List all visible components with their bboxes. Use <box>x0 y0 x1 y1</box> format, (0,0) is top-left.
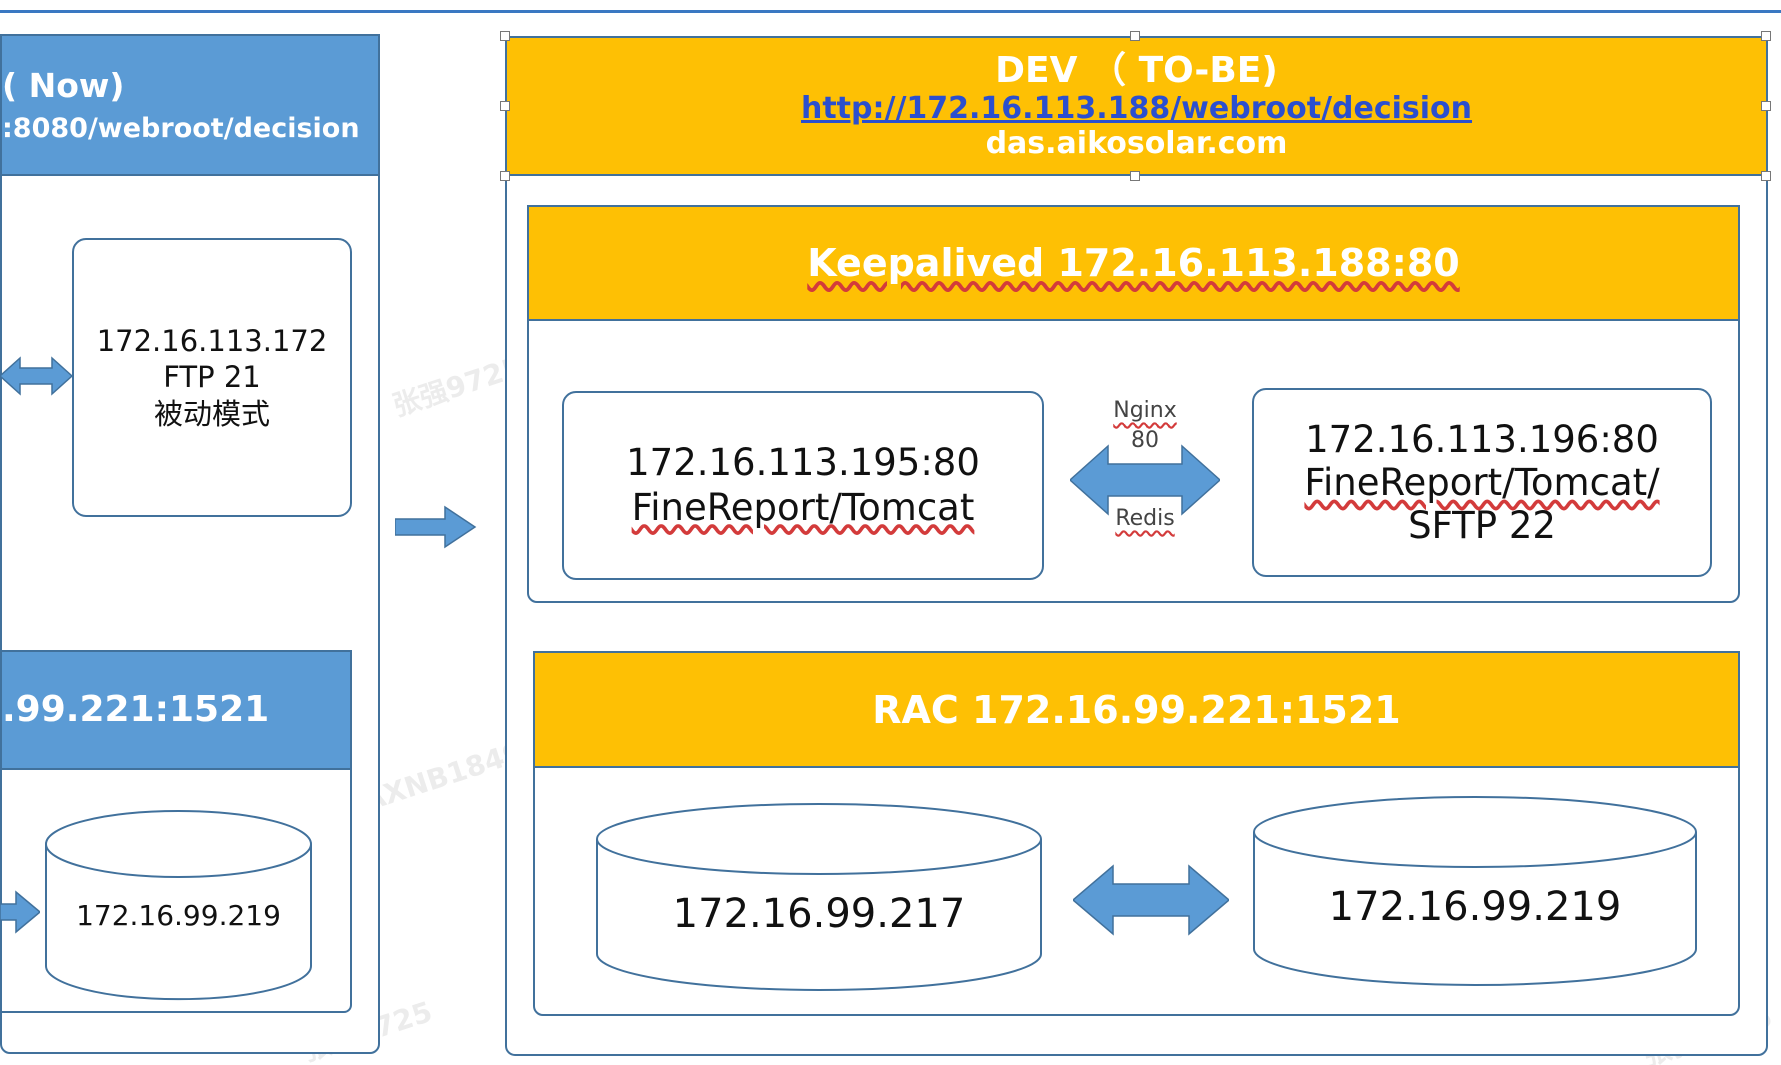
selection-handle[interactable] <box>500 31 510 41</box>
watermark: AXNB1849 <box>358 735 528 818</box>
left-header-url: :8080/webroot/decision <box>2 113 360 144</box>
left-db-cylinder: 172.16.99.219 <box>44 809 313 1001</box>
selection-handle[interactable] <box>500 171 510 181</box>
tomcat-node-2-service: FineReport/Tomcat/ <box>1304 460 1660 504</box>
left-db-node-label: 172.16.99.219 <box>76 898 281 932</box>
nginx-redis-link: Nginx 80 Redis <box>1070 398 1220 548</box>
rac-db-node-2: 172.16.99.219 <box>1252 795 1698 987</box>
tomcat-node-1-ip: 172.16.113.195:80 <box>626 441 980 485</box>
keepalived-title-text: Keepalived 172.16.113.188:80 <box>807 241 1460 285</box>
tomcat-node-1-service: FineReport/Tomcat <box>631 485 975 529</box>
rac-db-node-1-label: 172.16.99.217 <box>672 891 966 937</box>
ftp-bidirectional-arrow <box>0 352 74 400</box>
dev-title: DEV （ TO-BE) <box>995 49 1278 91</box>
keepalived-title: Keepalived 172.16.113.188:80 <box>807 241 1459 285</box>
rac-link-arrow <box>1071 862 1231 938</box>
left-db-header-text: .99.221:1521 <box>2 689 270 730</box>
ftp-service: FTP 21 <box>163 360 261 395</box>
selection-handle[interactable] <box>1761 31 1771 41</box>
left-header: ( Now) :8080/webroot/decision <box>0 34 380 176</box>
rac-db-node-1: 172.16.99.217 <box>595 802 1043 992</box>
left-db-header: .99.221:1521 <box>0 650 352 770</box>
nginx-redis-arrow <box>1070 444 1220 516</box>
slide-top-border <box>0 10 1781 13</box>
left-db-arrow <box>0 888 42 936</box>
ftp-mode: 被动模式 <box>153 396 270 431</box>
ftp-server-box: 172.16.113.172 FTP 21 被动模式 <box>72 238 352 517</box>
selection-handle[interactable] <box>1761 171 1771 181</box>
ftp-ip: 172.16.113.172 <box>96 324 328 359</box>
dev-header: DEV （ TO-BE) http://172.16.113.188/webro… <box>505 36 1768 176</box>
rac-header: RAC 172.16.99.221:1521 <box>533 651 1740 768</box>
rac-db-node-2-label: 172.16.99.219 <box>1328 884 1622 930</box>
dev-url-link[interactable]: http://172.16.113.188/webroot/decision <box>800 90 1473 126</box>
tomcat-node-1: 172.16.113.195:80 FineReport/Tomcat <box>562 391 1044 580</box>
tomcat-node-2-sftp: SFTP 22 <box>1408 504 1556 548</box>
tomcat-node-2-ip: 172.16.113.196:80 <box>1305 417 1659 461</box>
selection-handle[interactable] <box>1130 31 1140 41</box>
redis-label: Redis <box>1115 506 1175 531</box>
left-header-title: ( Now) <box>2 66 125 105</box>
keepalived-header: Keepalived 172.16.113.188:80 <box>527 205 1740 321</box>
nginx-port-label: 80 <box>1131 428 1159 453</box>
dev-domain: das.aikosolar.com <box>985 125 1288 161</box>
nginx-label: Nginx <box>1113 398 1177 423</box>
tomcat-node-2: 172.16.113.196:80 FineReport/Tomcat/ SFT… <box>1252 388 1712 577</box>
migration-arrow <box>394 505 477 549</box>
selection-handle[interactable] <box>1761 101 1771 111</box>
selection-handle[interactable] <box>500 101 510 111</box>
selection-handle[interactable] <box>1130 171 1140 181</box>
rac-title: RAC 172.16.99.221:1521 <box>872 687 1401 732</box>
